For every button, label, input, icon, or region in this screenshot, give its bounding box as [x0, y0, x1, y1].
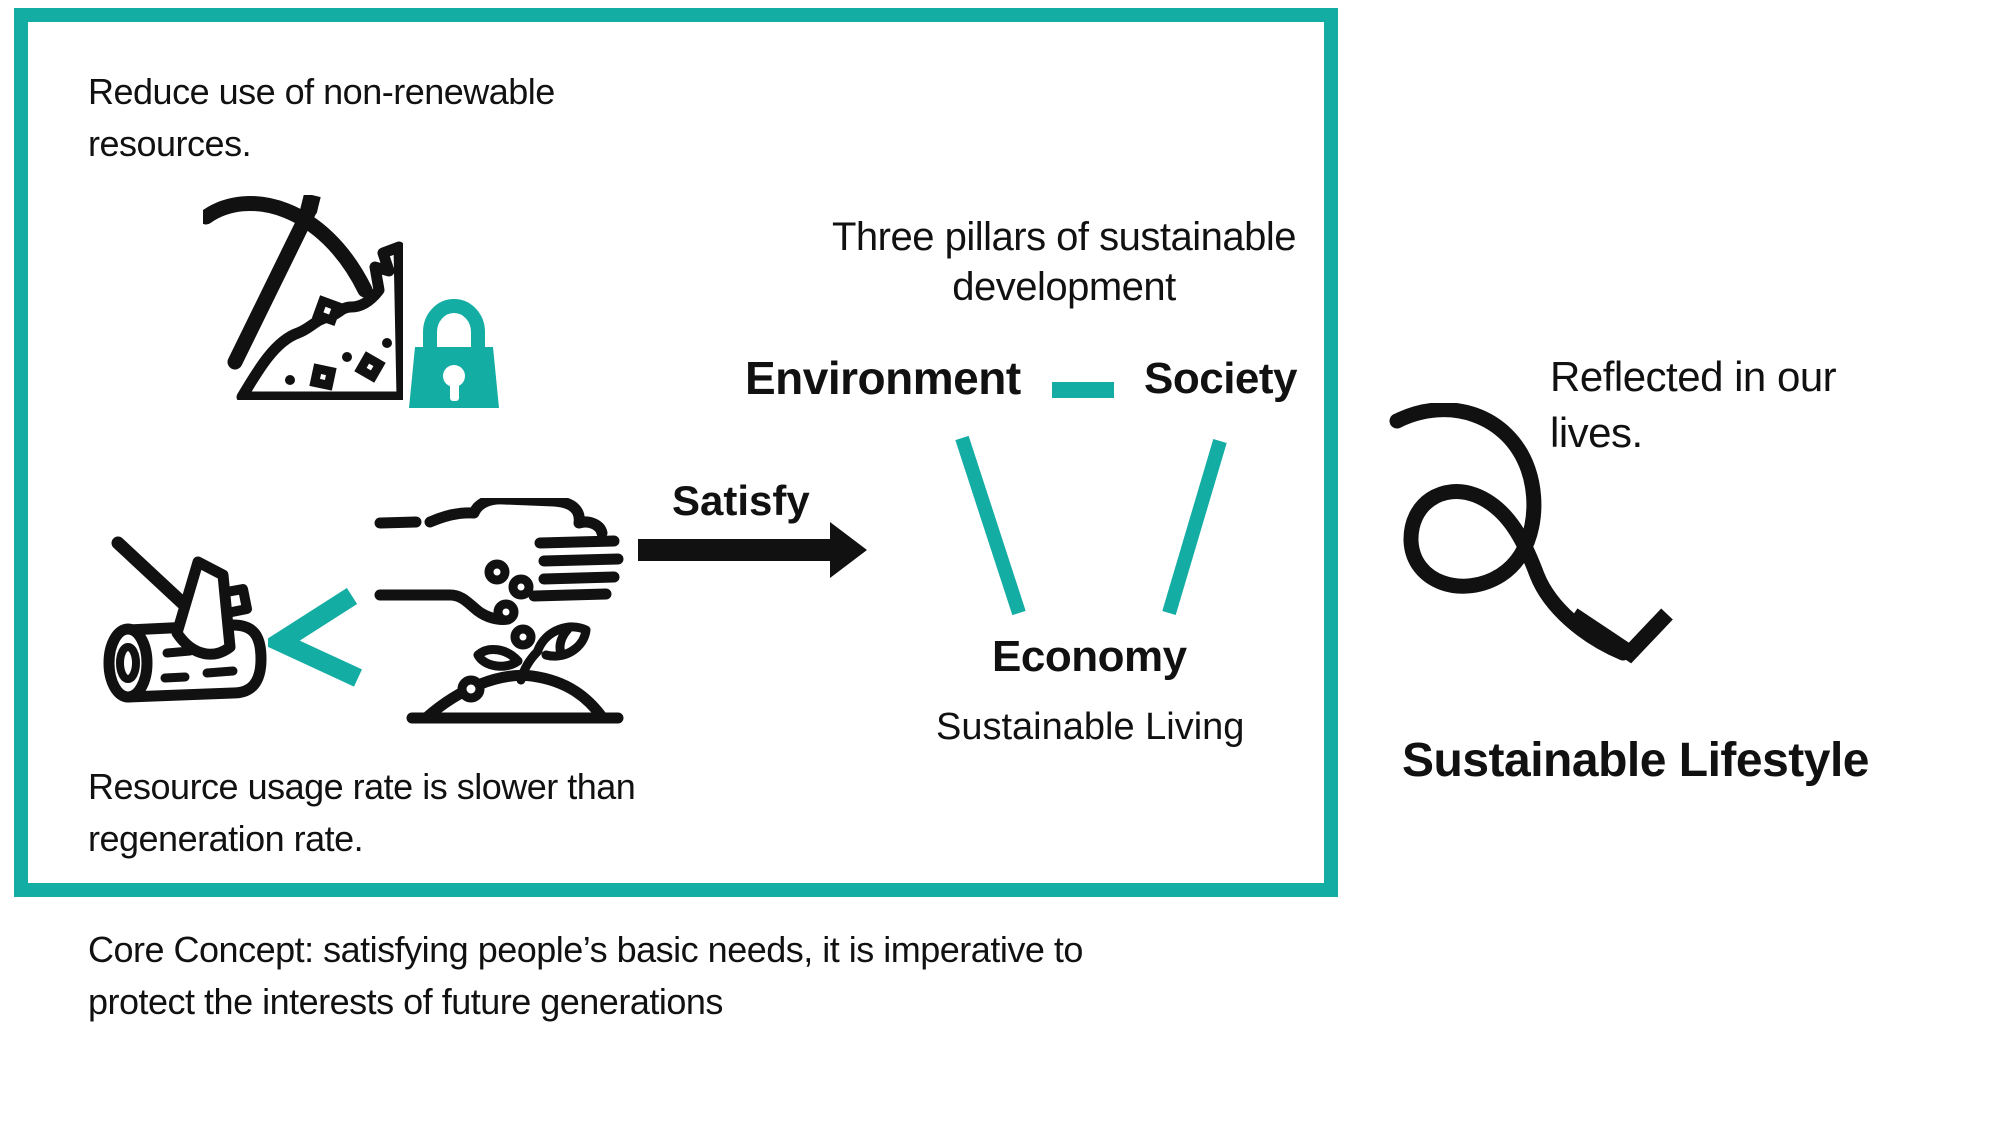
main-frame	[14, 8, 1338, 897]
axe-chopping-log-icon	[103, 536, 267, 703]
pillar-economy: Economy	[992, 632, 1187, 681]
sustainable-lifestyle-label: Sustainable Lifestyle	[1402, 734, 1870, 787]
resource-note-line1: Resource usage rate is slower than	[88, 766, 636, 807]
pillar-connector-lines	[955, 435, 1227, 616]
core-concept-line2: protect the interests of future generati…	[88, 981, 723, 1022]
hand-sowing-seeds-icon	[374, 498, 624, 724]
core-concept-caption: Core Concept: satisfying people’s basic …	[88, 924, 1083, 1028]
reflected-note-line2: lives.	[1550, 409, 1643, 456]
pillars-title-line2: development	[952, 265, 1176, 309]
lock-icon	[409, 299, 499, 408]
reflected-note-line1: Reflected in our	[1550, 353, 1837, 400]
pillar-society: Society	[1144, 354, 1298, 403]
less-than-icon	[268, 588, 362, 687]
core-concept-line1: Core Concept: satisfying people’s basic …	[88, 929, 1083, 970]
resource-note: Resource usage rate is slower than regen…	[88, 761, 636, 865]
reduce-note: Reduce use of non-renewable resources.	[88, 66, 555, 170]
right-arrow-icon	[638, 522, 867, 578]
pillars-title-line1: Three pillars of sustainable	[831, 215, 1297, 259]
curly-arrow-icon	[1389, 403, 1673, 664]
pillar-environment: Environment	[745, 352, 1021, 404]
reduce-note-line2: resources.	[88, 123, 252, 164]
sustainable-living-caption: Sustainable Living	[936, 706, 1245, 748]
satisfy-label: Satisfy	[672, 477, 810, 524]
pillars-title: Three pillars of sustainable development	[814, 212, 1314, 312]
reflected-note: Reflected in our lives.	[1550, 349, 1837, 461]
pickaxe-mining-icon	[203, 195, 403, 400]
reduce-note-line1: Reduce use of non-renewable	[88, 71, 555, 112]
resource-note-line2: regeneration rate.	[88, 818, 364, 859]
connector-dash	[1052, 382, 1114, 398]
